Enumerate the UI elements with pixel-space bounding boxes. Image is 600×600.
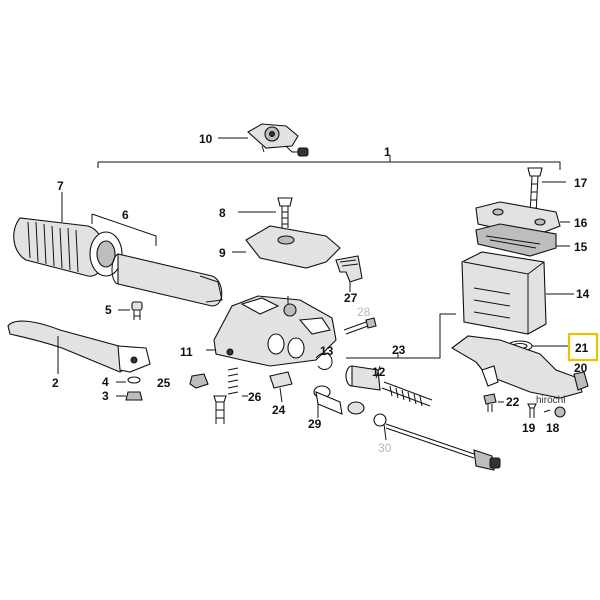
callout-25: 25 — [157, 376, 171, 390]
part-28-screw — [343, 317, 377, 335]
part-2-lever — [7, 320, 151, 373]
callout-24: 24 — [272, 403, 286, 417]
watermark: hirochi — [536, 395, 565, 406]
callout-3: 3 — [102, 389, 109, 403]
part-5-screw — [131, 301, 143, 320]
part-30-cable — [373, 413, 501, 471]
part-9-cover — [245, 225, 341, 269]
callout-1: 1 — [384, 145, 391, 159]
callout-23: 23 — [392, 343, 406, 357]
part-20-cap — [573, 371, 589, 391]
callout-2: 2 — [52, 376, 59, 390]
callout-27: 27 — [344, 291, 358, 305]
part-26-spring-bolt — [213, 367, 239, 424]
part-14-reservoir — [461, 251, 547, 335]
callout-8: 8 — [219, 206, 226, 220]
part-18-bolt — [543, 406, 566, 418]
highlight-box — [567, 332, 599, 362]
callout-21: 21 — [575, 341, 589, 355]
part-19-screw — [527, 403, 537, 418]
callout-9: 9 — [219, 246, 226, 260]
part-6-throttle-tube — [111, 253, 223, 307]
callout-6: 6 — [122, 208, 129, 222]
callout-20: 20 — [574, 361, 588, 375]
part-17-screw — [527, 167, 543, 215]
callout-28: 28 — [357, 305, 371, 319]
callout-16: 16 — [574, 216, 588, 230]
callout-18: 18 — [546, 421, 560, 435]
part-22-screw — [483, 393, 497, 412]
callout-4: 4 — [102, 375, 109, 389]
part-3-nut — [125, 391, 143, 401]
callout-19: 19 — [522, 421, 536, 435]
callout-14: 14 — [576, 287, 590, 301]
part-11-housing — [213, 295, 337, 367]
part-24-plug — [269, 371, 293, 403]
part-7-grip — [13, 217, 123, 277]
part-15-diaphragm — [475, 223, 557, 257]
callout-12: 12 — [372, 365, 386, 379]
part-25-nut — [189, 373, 209, 389]
part-13-clip — [315, 352, 333, 370]
callout-26: 26 — [248, 390, 262, 404]
callout-7: 7 — [57, 179, 64, 193]
callout-5: 5 — [105, 303, 112, 317]
callout-15: 15 — [574, 240, 588, 254]
part-27-boot — [335, 255, 363, 283]
master-cylinder-body — [451, 335, 583, 399]
callout-13: 13 — [320, 344, 334, 358]
part-10-switch — [247, 123, 309, 157]
part-12-adjuster — [345, 365, 433, 407]
callout-22: 22 — [506, 395, 520, 409]
callout-17: 17 — [574, 176, 588, 190]
part-4-washer — [127, 376, 141, 384]
part-8-screw — [277, 197, 293, 228]
part-29-fitting — [313, 385, 365, 415]
callout-10: 10 — [199, 132, 213, 146]
callout-11: 11 — [180, 345, 193, 359]
callout-30: 30 — [378, 441, 392, 455]
callout-29: 29 — [308, 417, 322, 431]
